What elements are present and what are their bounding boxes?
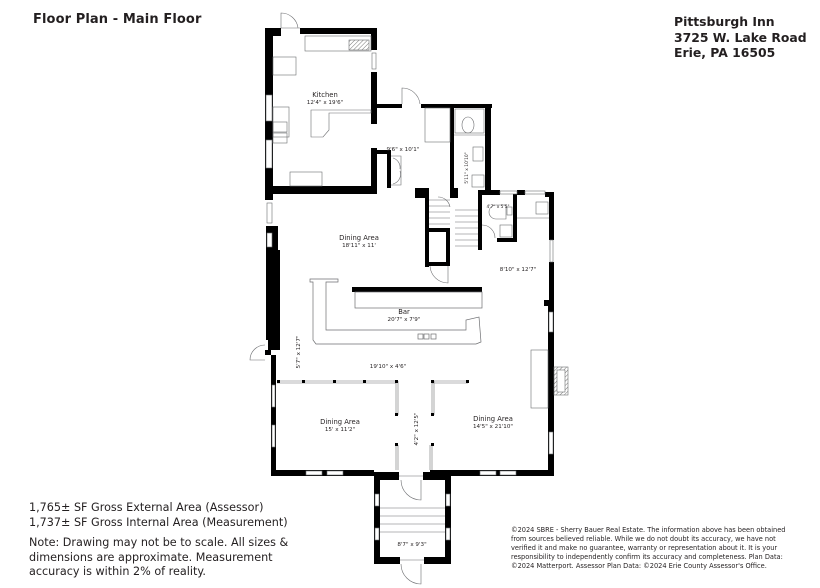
stairs xyxy=(428,196,478,247)
property-name: Pittsburgh Inn xyxy=(674,14,775,29)
kitchen-windows xyxy=(265,52,377,169)
kitchen-counters xyxy=(272,35,372,187)
corridor-dims: 19'10" x 4'6" xyxy=(370,364,407,370)
dining-upper-dims: 18'11" x 11' xyxy=(342,243,376,249)
property-city: Erie, PA 16505 xyxy=(674,45,776,60)
dining-right-label: Dining Area xyxy=(473,415,513,423)
kitchen-label: Kitchen xyxy=(312,91,338,99)
kitchen-dims: 12'4" x 19'6" xyxy=(307,100,344,106)
passage-dims: 4'2" x 12'5" xyxy=(414,412,420,445)
main-windows xyxy=(266,202,554,476)
dining-right-dims: 14'5" x 21'10" xyxy=(473,424,513,430)
bar-counter xyxy=(309,278,483,345)
bar-label: Bar xyxy=(398,308,410,316)
kitchen-walls xyxy=(265,28,454,194)
gross-internal-area: 1,737± SF Gross Internal Area (Measureme… xyxy=(29,515,288,529)
vestibule-steps xyxy=(380,475,445,585)
side-entry-door xyxy=(249,344,266,361)
vestibule-dims: 8'7" x 9'3" xyxy=(397,542,427,548)
closet-door xyxy=(429,265,449,284)
half-bath-fixtures xyxy=(481,201,549,239)
vestibule-windows xyxy=(374,493,451,541)
bathroom-fixtures xyxy=(454,108,485,188)
property-address: Pittsburgh Inn 3725 W. Lake Road Erie, P… xyxy=(674,14,807,61)
bathroom-dims: 5'11" x 10'10" xyxy=(464,152,470,183)
area-summary: 1,765± SF Gross External Area (Assessor)… xyxy=(29,501,288,530)
hall-door xyxy=(391,87,451,186)
partitions xyxy=(277,380,468,470)
gross-external-area: 1,765± SF Gross External Area (Assessor) xyxy=(29,501,264,514)
dining-left-label: Dining Area xyxy=(320,418,360,426)
side-room-windows xyxy=(499,190,554,263)
posts xyxy=(277,380,469,446)
kitchen-top-door xyxy=(280,12,300,29)
side-room-dims: 8'10" x 12'7" xyxy=(500,267,537,273)
scale-note: Note: Drawing may not be to scale. All s… xyxy=(29,536,289,578)
left-corridor-dims: 5'7" x 12'7" xyxy=(296,335,302,368)
half-bath-dims: 4'7" x 5'5" xyxy=(486,204,509,210)
hall-walls xyxy=(371,104,492,198)
stair-walls xyxy=(425,190,482,267)
bar-dims: 20'7" x 7'9" xyxy=(388,317,421,323)
property-street: 3725 W. Lake Road xyxy=(674,29,807,45)
fireplace xyxy=(530,349,569,409)
page-title: Floor Plan - Main Floor xyxy=(33,12,202,27)
hall-dims: 9'6" x 10'1" xyxy=(387,147,420,153)
dining-upper-label: Dining Area xyxy=(339,234,379,242)
main-walls xyxy=(265,194,554,476)
dining-left-dims: 15' x 11'2" xyxy=(325,427,356,433)
vestibule-walls xyxy=(374,472,451,564)
copyright-disclaimer: ©2024 SBRE - Sherry Bauer Real Estate. T… xyxy=(511,526,786,570)
